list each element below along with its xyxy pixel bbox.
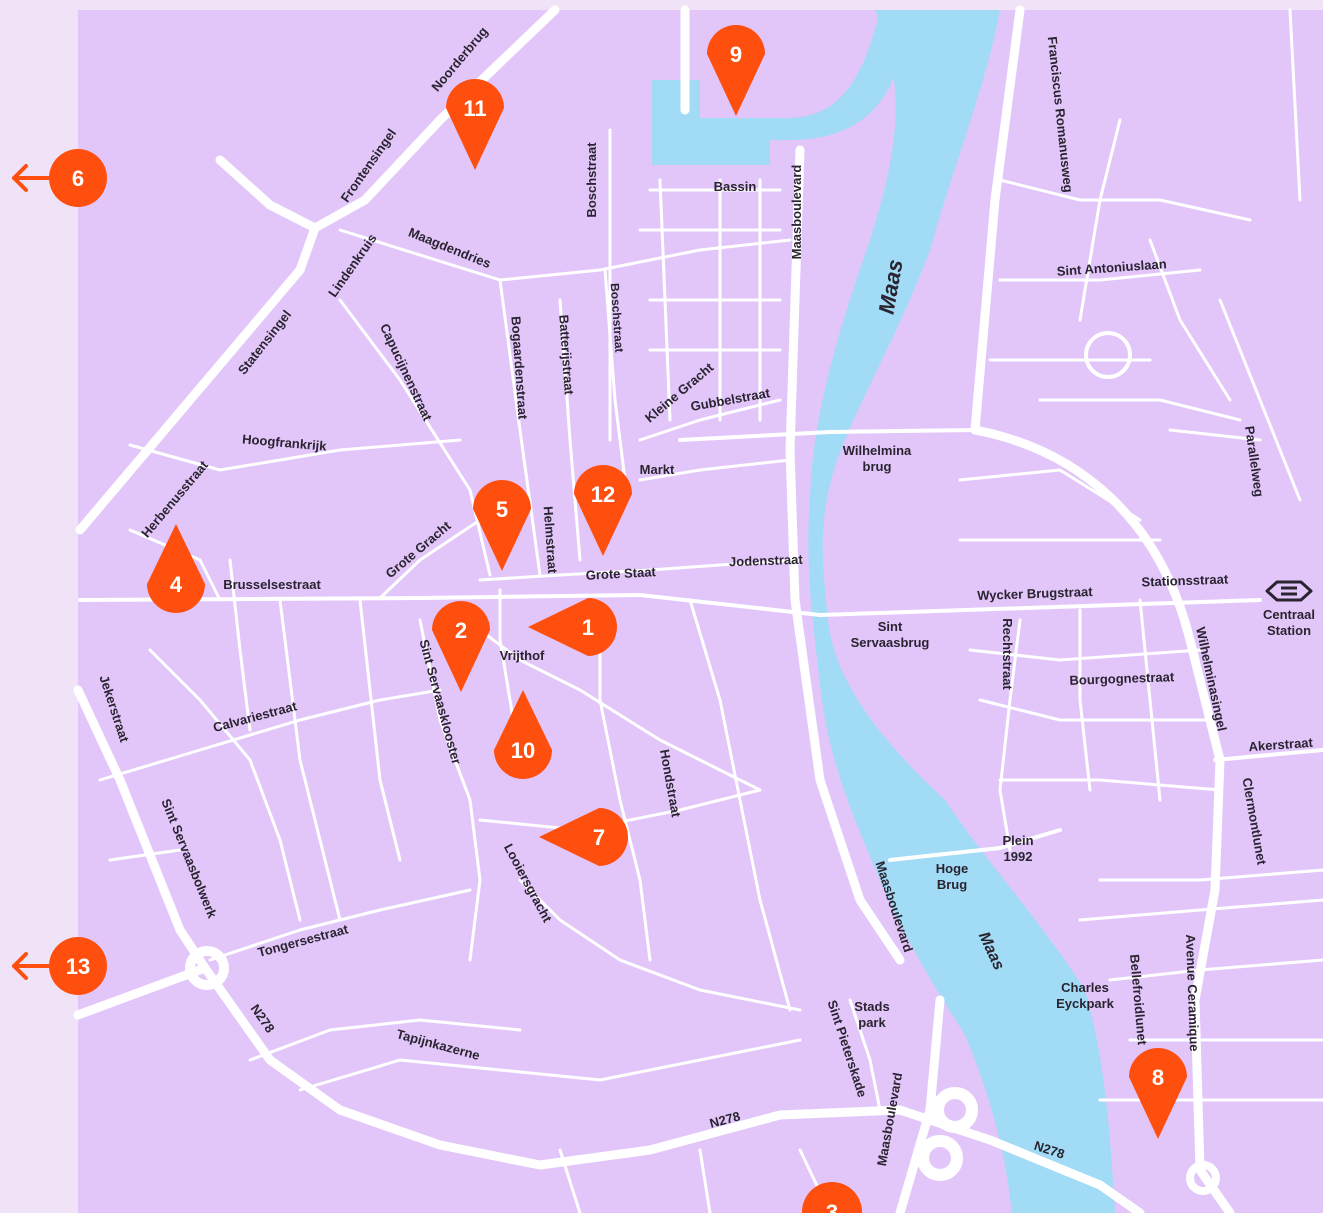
road-network [73, 5, 1323, 1213]
label-helmstraat: Helmstraat [541, 506, 561, 575]
marker-10[interactable]: 10 [494, 690, 552, 779]
label-batterijstraat: Batterijstraat [556, 314, 577, 396]
label-grote-staat: Grote Staat [585, 564, 656, 583]
label-rechtstraat: Rechtstraat [1000, 618, 1015, 690]
map-markers[interactable]: 11 9 5 12 2 8 4 [12, 25, 1187, 1213]
label-sint-servaasbrug-line2: Servaasbrug [851, 635, 930, 650]
marker-4[interactable]: 4 [147, 524, 205, 613]
label-charles-eyckpark-line2: Eyckpark [1056, 996, 1115, 1011]
marker-2[interactable]: 2 [432, 601, 490, 692]
label-avenue-ceramique: Avenue Ceramique [1183, 934, 1202, 1052]
svg-text:13: 13 [66, 954, 90, 979]
label-stadspark-line1: Stads [854, 999, 889, 1014]
label-bourgognestraat: Bourgognestraat [1069, 669, 1175, 688]
svg-text:7: 7 [593, 825, 605, 850]
label-wilhelminabrug-line2: brug [863, 459, 892, 474]
label-markt: Markt [640, 462, 675, 477]
label-stationsstraat: Stationsstraat [1141, 571, 1229, 589]
train-station-icon [1265, 580, 1313, 602]
marker-7[interactable]: 7 [539, 808, 628, 866]
river-maas [652, 10, 1115, 1213]
label-maasboulevard-north: Maasboulevard [789, 165, 804, 260]
label-hoogfrankrijk: Hoogfrankrijk [242, 431, 328, 453]
marker-5[interactable]: 5 [473, 480, 531, 571]
svg-text:9: 9 [730, 42, 742, 67]
label-charles-eyckpark-line1: Charles [1061, 980, 1109, 995]
marker-13[interactable]: 13 [12, 937, 107, 995]
label-centraal-station-line2: Station [1267, 623, 1311, 638]
marker-11[interactable]: 11 [446, 79, 504, 170]
label-brusselsestraat: Brusselsestraat [223, 577, 321, 592]
label-wycker-brugstraat: Wycker Brugstraat [977, 584, 1093, 603]
marker-9[interactable]: 9 [707, 25, 765, 116]
label-stadspark-line2: park [858, 1015, 886, 1030]
marker-8[interactable]: 8 [1129, 1048, 1187, 1139]
label-centraal-station-line1: Centraal [1263, 607, 1315, 622]
label-plein-1992-line1: Plein [1002, 833, 1033, 848]
marker-12[interactable]: 12 [574, 465, 632, 556]
label-plein-1992-line2: 1992 [1004, 849, 1033, 864]
svg-text:4: 4 [170, 572, 183, 597]
label-hoge-brug-line2: Brug [937, 877, 967, 892]
label-vrijthof: Vrijthof [500, 648, 545, 663]
label-jodenstraat: Jodenstraat [729, 552, 804, 570]
label-boschstraat-south: Boschstraat [608, 283, 627, 353]
svg-text:12: 12 [591, 482, 615, 507]
marker-6[interactable]: 6 [12, 149, 107, 207]
label-bassin: Bassin [714, 179, 757, 194]
label-boschstraat-north: Boschstraat [584, 142, 599, 218]
label-akerstraat: Akerstraat [1248, 735, 1314, 754]
svg-text:1: 1 [582, 615, 594, 640]
svg-text:10: 10 [511, 738, 535, 763]
label-wilhelminabrug-line1: Wilhelmina [843, 443, 912, 458]
svg-text:5: 5 [496, 497, 508, 522]
svg-text:11: 11 [463, 96, 486, 121]
marker-1[interactable]: 1 [528, 598, 617, 656]
label-sint-servaasbrug-line1: Sint [878, 619, 903, 634]
svg-text:8: 8 [1152, 1065, 1164, 1090]
marker-3[interactable]: 3 [802, 1182, 862, 1213]
svg-text:6: 6 [72, 166, 84, 191]
svg-text:3: 3 [826, 1200, 838, 1213]
label-hoge-brug-line1: Hoge [936, 861, 969, 876]
svg-text:2: 2 [455, 618, 467, 643]
label-bogaardenstraat: Bogaardenstraat [508, 316, 530, 421]
